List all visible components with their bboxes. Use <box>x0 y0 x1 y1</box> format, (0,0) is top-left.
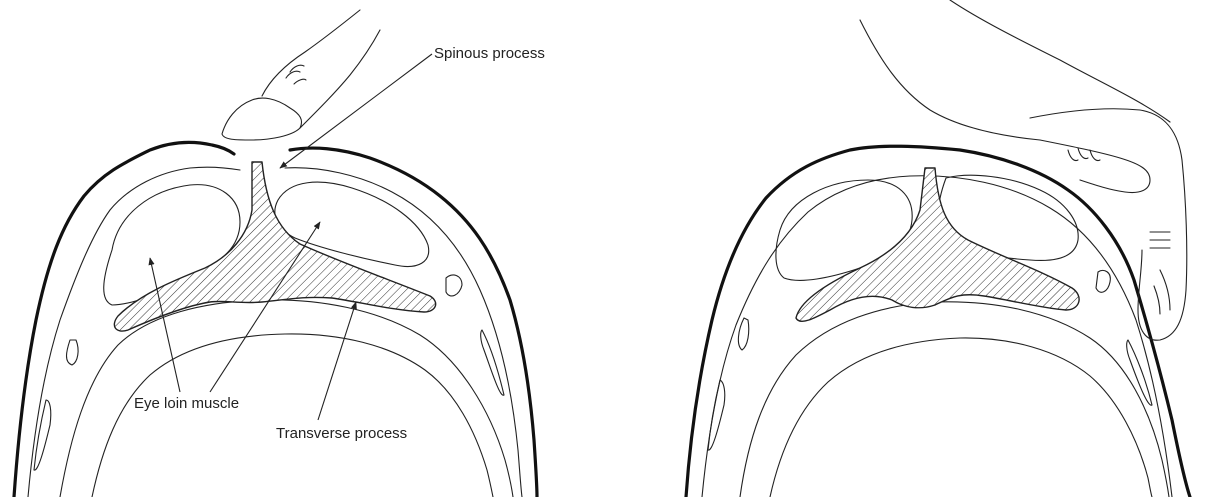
right-fat-pod-1 <box>738 318 748 350</box>
right-cavity-outline <box>740 302 1169 497</box>
arrow-transverse-process <box>318 302 356 420</box>
label-spinous-process: Spinous process <box>434 45 545 62</box>
left-fat-pod-1 <box>67 340 79 365</box>
finger-pressing-icon <box>222 10 380 140</box>
right-inner-cavity <box>770 338 1152 497</box>
label-eye-loin-muscle: Eye loin muscle <box>134 395 239 412</box>
left-skin-outline <box>14 142 537 497</box>
left-vertebra <box>114 162 435 331</box>
right-fat-pod-4 <box>1127 340 1152 405</box>
left-fat-pod-4 <box>481 330 504 395</box>
right-vertebra <box>796 168 1079 321</box>
left-fat-pod-3 <box>446 275 462 296</box>
right-fat-pod-2 <box>708 380 725 450</box>
left-inner-cavity <box>92 334 493 497</box>
left-fat-pod-2 <box>34 400 51 470</box>
right-fat-pod-3 <box>1096 270 1110 292</box>
right-cross-section <box>686 0 1190 497</box>
arrow-spinous-process <box>280 54 432 168</box>
label-transverse-process: Transverse process <box>276 425 407 442</box>
left-cross-section: Spinous process Eye loin muscle Transver… <box>14 10 545 497</box>
